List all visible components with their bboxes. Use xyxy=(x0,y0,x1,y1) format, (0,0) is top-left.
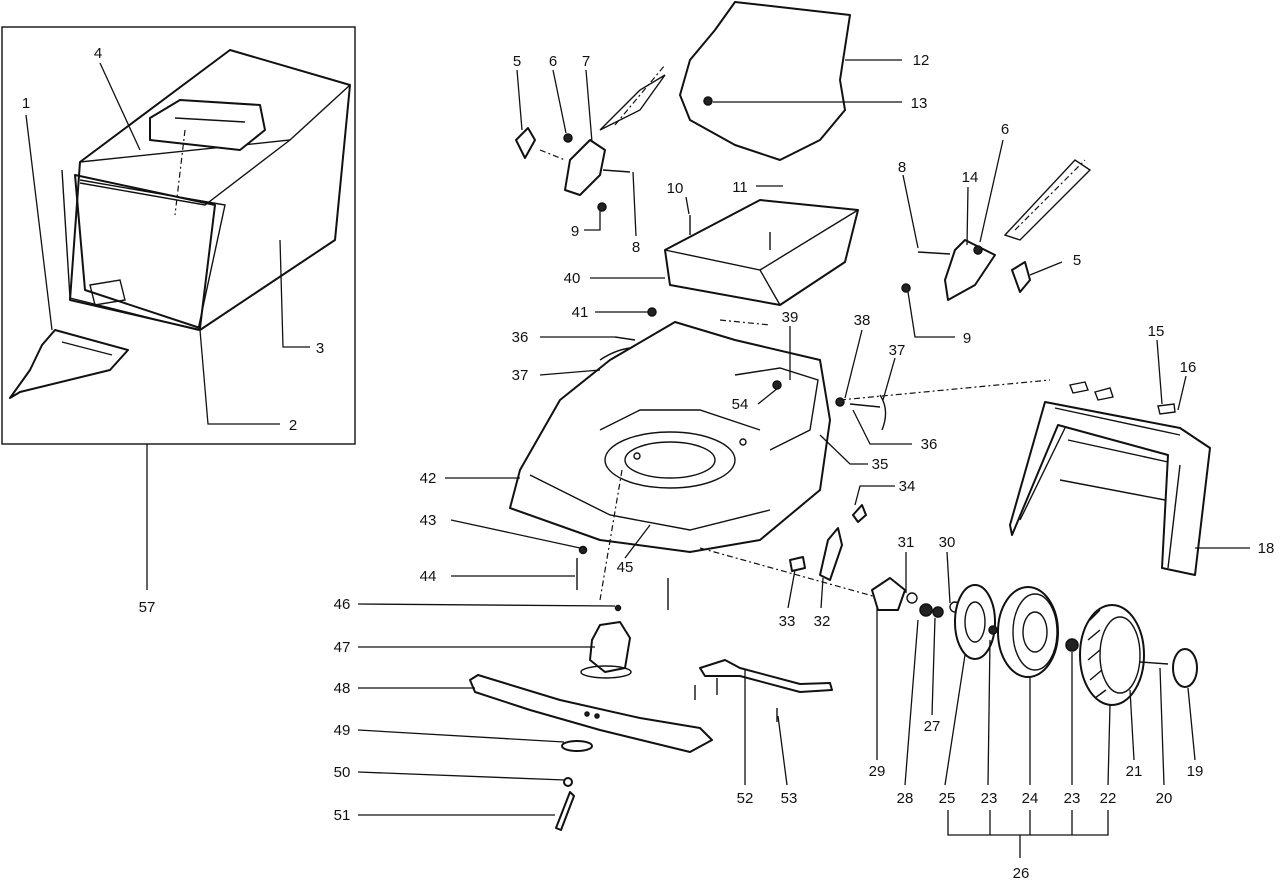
callout-35: 35 xyxy=(872,456,889,473)
callout-54: 54 xyxy=(732,396,749,413)
callout-26: 26 xyxy=(1013,865,1030,882)
callout-40: 40 xyxy=(564,270,581,287)
callout-24: 24 xyxy=(1022,790,1039,807)
callout-36-right: 36 xyxy=(921,436,938,453)
callout-37-left: 37 xyxy=(512,367,529,384)
blade-adapter xyxy=(589,621,631,673)
handle-bracket-right xyxy=(944,239,996,301)
wheel-hub-disc xyxy=(954,584,996,660)
callout-5-left: 5 xyxy=(513,53,521,70)
callout-23-a: 23 xyxy=(981,790,998,807)
deck-stay xyxy=(699,659,833,693)
callout-51: 51 xyxy=(334,807,351,824)
callout-39: 39 xyxy=(782,309,799,326)
blade-washer xyxy=(561,740,593,752)
callout-21: 21 xyxy=(1126,763,1143,780)
callout-18: 18 xyxy=(1258,540,1275,557)
catcher-flap xyxy=(9,329,129,399)
callout-6-right: 6 xyxy=(1001,121,1009,138)
height-lever xyxy=(819,527,843,581)
callout-30: 30 xyxy=(939,534,956,551)
engine-bolt xyxy=(703,96,713,106)
callout-4: 4 xyxy=(94,45,102,62)
callout-8-right: 8 xyxy=(898,159,906,176)
callout-27: 27 xyxy=(924,718,941,735)
engine-shroud xyxy=(664,199,859,306)
callout-15: 15 xyxy=(1148,323,1165,340)
callout-37-right: 37 xyxy=(889,342,906,359)
callout-11: 11 xyxy=(732,179,748,196)
callout-57: 57 xyxy=(139,599,156,616)
callout-44: 44 xyxy=(420,568,437,585)
callout-5-right: 5 xyxy=(1073,252,1081,269)
callout-32: 32 xyxy=(814,613,831,630)
callout-48: 48 xyxy=(334,680,351,697)
wheel-axle-bracket xyxy=(871,577,906,611)
wheel-tyre xyxy=(1079,604,1145,706)
callout-9-left: 9 xyxy=(571,223,579,240)
callout-2: 2 xyxy=(289,417,297,434)
handle-bracket-left xyxy=(564,139,606,196)
callout-36-left: 36 xyxy=(512,329,529,346)
callout-14: 14 xyxy=(962,169,979,186)
callout-43: 43 xyxy=(420,512,437,529)
callout-3: 3 xyxy=(316,340,324,357)
callout-42: 42 xyxy=(420,470,437,487)
hub-cap xyxy=(1172,648,1198,688)
callout-50: 50 xyxy=(334,764,351,781)
callout-28: 28 xyxy=(897,790,914,807)
callout-52: 52 xyxy=(737,790,754,807)
callout-29: 29 xyxy=(869,763,886,780)
leader-lines xyxy=(25,59,1250,858)
callout-labels: 1 4 3 2 57 5 6 7 9 8 10 11 12 13 6 8 14 … xyxy=(22,45,1275,882)
catcher-bag xyxy=(69,49,351,331)
callout-7: 7 xyxy=(582,53,590,70)
callout-9-right: 9 xyxy=(963,330,971,347)
callout-38: 38 xyxy=(854,312,871,329)
mower-deck xyxy=(509,321,831,553)
cutting-blade xyxy=(469,674,713,753)
callout-41: 41 xyxy=(572,304,589,321)
catcher-handle xyxy=(149,99,266,151)
callout-19: 19 xyxy=(1187,763,1204,780)
callout-10: 10 xyxy=(667,180,684,197)
callout-53: 53 xyxy=(781,790,798,807)
callout-34: 34 xyxy=(899,478,916,495)
callout-6-left: 6 xyxy=(549,53,557,70)
callout-8-left: 8 xyxy=(632,239,640,256)
callout-49: 49 xyxy=(334,722,351,739)
rear-flap xyxy=(1009,401,1211,576)
callout-23-b: 23 xyxy=(1064,790,1081,807)
callout-20: 20 xyxy=(1156,790,1173,807)
callout-12: 12 xyxy=(913,52,930,69)
wheel-rim xyxy=(997,586,1059,678)
callout-31: 31 xyxy=(898,534,915,551)
callout-46: 46 xyxy=(334,596,351,613)
callout-22: 22 xyxy=(1100,790,1117,807)
callout-33: 33 xyxy=(779,613,796,630)
callout-13: 13 xyxy=(911,95,928,112)
callout-1: 1 xyxy=(22,95,30,112)
callout-45: 45 xyxy=(617,559,634,576)
callout-16: 16 xyxy=(1180,359,1197,376)
grass-catcher-group xyxy=(1,26,356,590)
catcher-frame-box xyxy=(1,26,356,445)
callout-47: 47 xyxy=(334,639,351,656)
callout-25: 25 xyxy=(939,790,956,807)
engine-cover xyxy=(679,1,851,161)
